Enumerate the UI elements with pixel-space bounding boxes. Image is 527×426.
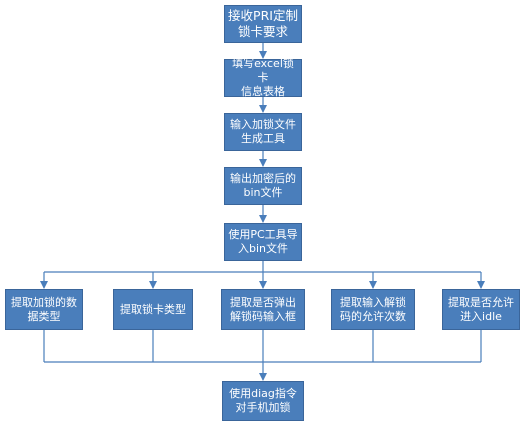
step-pc-tool-import-bin: 使用PC工具导 入bin文件 [224,223,302,261]
parallel-lock-data-type: 提取加锁的数 据类型 [5,289,83,330]
parallel-unlock-prompt: 提取是否弹出 解锁码输入框 [221,289,305,330]
step-output-encrypted-bin: 输出加密后的 bin文件 [224,167,302,205]
step-receive-pri-requirements: 接收PRI定制 锁卡要求 [224,5,302,43]
parallel-allow-idle: 提取是否允许 进入idle [442,289,520,330]
step-fill-excel-table: 填写excel锁卡 信息表格 [224,57,302,98]
final-diag-lock-phone: 使用diag指令 对手机加锁 [222,381,304,421]
parallel-unlock-attempts: 提取输入解锁 码的允许次数 [331,289,415,330]
step-input-lock-file-tool: 输入加锁文件 生成工具 [224,113,302,151]
parallel-lock-card-type: 提取锁卡类型 [113,289,193,330]
